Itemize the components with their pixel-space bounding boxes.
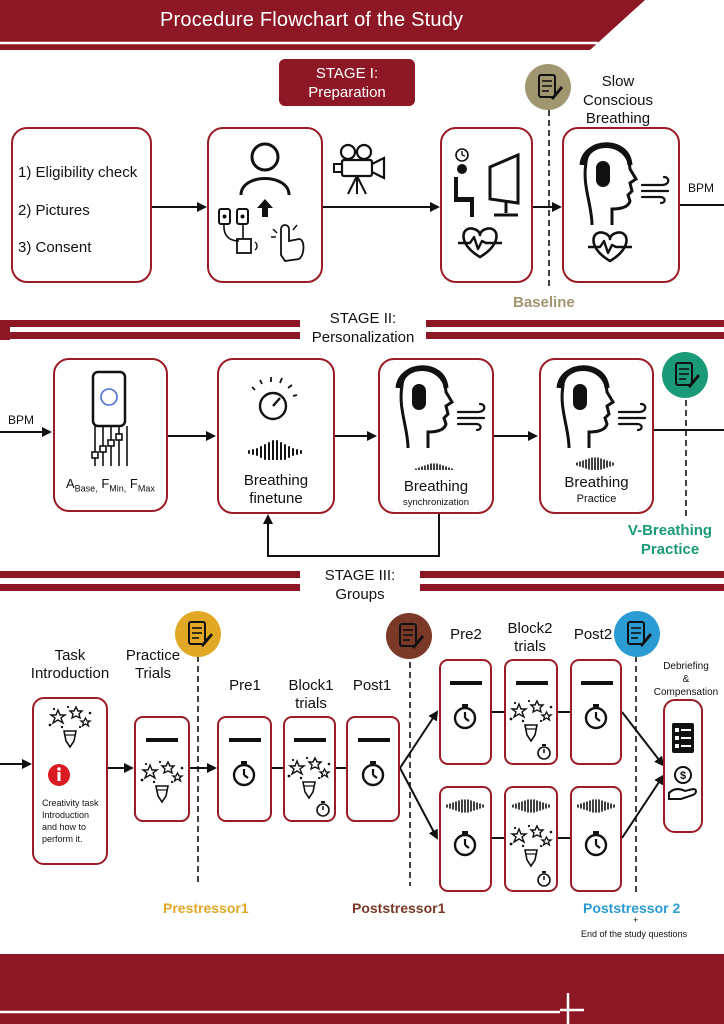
monitor-icon [488,152,520,217]
electrode-icon [218,208,258,254]
slow-breathing-box [562,127,680,283]
questionnaire-icon [525,64,571,110]
checklist-item: 3) Consent [18,239,92,256]
header-ribbon [0,0,645,50]
block1-box [283,716,336,822]
questionnaire-icon [175,611,221,657]
pre2-box-top [439,659,492,765]
pre2-label: Pre2 [450,626,482,643]
checklist-icon [672,723,694,753]
stopwatch-icon [584,702,608,730]
questionnaire-icon [614,611,660,657]
stopwatch-icon [453,702,477,730]
plus-label: + [633,915,639,925]
stopwatch-icon [232,759,256,787]
debrief-box: $ [663,699,703,833]
person-upload-icon [218,142,305,262]
page-title: Procedure Flowchart of the Study [160,9,464,31]
stage1-subtitle: Preparation [308,84,386,101]
parameter-box [53,358,168,512]
desk-chair-icon [454,148,474,217]
head-headphones-icon [582,145,636,225]
practice-trials-box [134,716,190,822]
video-camera-icon [333,143,386,195]
post2-box-top [570,659,622,765]
stage3-title: STAGE III: Groups [300,566,420,604]
stars-pencil-icon [508,824,554,867]
task-intro-label: Task Introduction [30,647,110,682]
waveform-icon [576,457,614,471]
baseline-label: Baseline [513,294,575,311]
block1-label: Block1 trials [288,677,334,712]
stars-pencil-icon [508,699,554,742]
bpm-in-label: BPM [8,413,35,427]
slider-icon [91,426,128,466]
questionnaire-icon [386,613,432,659]
stopwatch-icon [361,759,385,787]
info-icon [48,764,70,786]
v-breathing-label: V-Breathing Practice [627,522,713,558]
wind-icon [617,402,647,432]
practice-trials-label: Practice Trials [125,647,181,682]
stars-pencil-icon [139,760,185,803]
poststressor2-label: Poststressor 2 [583,900,681,916]
post2-label: Post2 [573,626,613,643]
waveform-icon [446,799,484,813]
wind-icon [640,175,670,205]
baseline-setup-box [440,127,533,283]
stars-pencil-icon [47,705,93,748]
block2-box-bottom [504,786,558,892]
stopwatch-icon [584,829,608,857]
checklist-item: 2) Pictures [18,202,90,219]
stage2-title: STAGE II: Personalization [300,309,426,347]
waveform-icon [415,463,453,477]
dial-icon [251,377,298,421]
pre1-label: Pre1 [229,677,261,694]
finetune-box: Breathing finetune [217,358,335,514]
breathing-practice-box: Breathing Practice [539,358,654,514]
checklist-item: 1) Eligibility check [18,164,138,181]
parameter-label: ABase, FMin, FMax [66,476,155,494]
stopwatch-icon [537,870,551,887]
block2-box-top [504,659,558,765]
task-intro-box: Creativity task Introduction and how to … [32,697,108,865]
stars-pencil-icon [286,756,332,799]
finger-sensor-icon [271,224,305,262]
money-hand-icon: $ [668,766,697,800]
waveform-icon [246,440,302,464]
block2-label: Block2 trials [507,620,553,655]
post2-box-bottom [570,786,622,892]
heart-pulse-icon [456,227,504,259]
waveform-icon [577,799,615,813]
pre1-box [217,716,272,822]
stopwatch-icon [537,743,551,760]
setup-box [207,127,323,283]
stage1-title: STAGE I: [315,65,379,82]
prestressor1-label: Prestressor1 [163,900,249,916]
head-headphones-icon [398,368,452,448]
svg-text:$: $ [680,770,686,782]
heart-pulse-icon [586,231,634,263]
poststressor1-label: Poststressor1 [352,900,446,916]
pre2-box-bottom [439,786,492,892]
stopwatch-icon [316,800,330,817]
questionnaire-icon [662,352,708,398]
bpm-out-label: BPM [688,181,715,195]
end-questions-label: End of the study questions [581,929,688,939]
mixer-device-icon [91,370,127,428]
checklist-box [11,127,152,283]
synchronization-box: Breathing synchronization [378,358,494,514]
stage1-pill: STAGE I: Preparation [279,59,415,106]
post1-box [346,716,400,822]
wind-icon [456,402,486,432]
slow-breathing-label: Slow Conscious Breathing [582,73,654,127]
post1-label: Post1 [352,677,392,694]
debrief-label: Debriefing & Compensation [653,661,719,698]
head-headphones-icon [559,368,613,448]
stopwatch-icon [453,829,477,857]
footer-band [0,954,724,1024]
